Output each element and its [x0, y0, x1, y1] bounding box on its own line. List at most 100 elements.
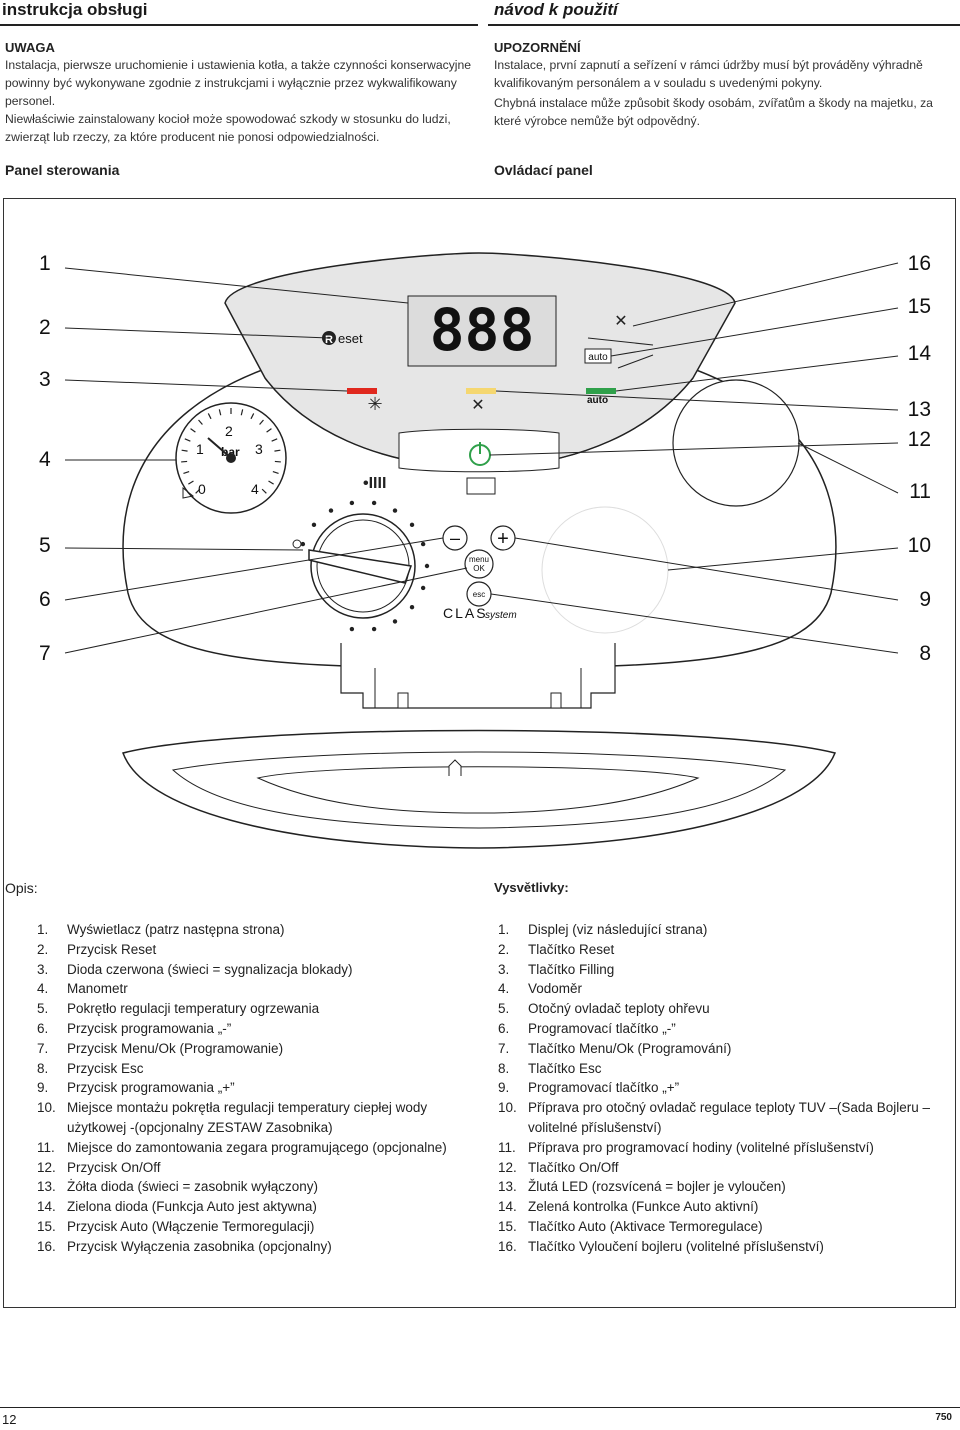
minus-label: – [450, 528, 460, 548]
gauge-label-2: 2 [225, 423, 233, 439]
bottom-tray [122, 729, 837, 849]
desc-pl-item-number: 14. [37, 1199, 56, 1215]
callout-left-4: 4 [39, 448, 51, 471]
desc-pl-item-number: 10. [37, 1100, 56, 1116]
desc-cz-item: 8.Tlačítko Esc [498, 1059, 948, 1079]
desc-pl-item-number: 8. [37, 1060, 49, 1076]
desc-cz-item-text: Tlačítko Filling [528, 961, 615, 977]
desc-cz-item-text: Příprava pro programovací hodiny (volite… [528, 1139, 874, 1155]
callout-left-3: 3 [39, 368, 51, 391]
knob-scale-dot [392, 508, 398, 513]
desc-pl-item: 12.Przycisk On/Off [37, 1158, 477, 1178]
gauge-tick [198, 419, 203, 425]
gauge-tick [183, 471, 190, 475]
knob-scale-dot [371, 500, 377, 506]
desc-pl-item-number: 7. [37, 1040, 49, 1056]
desc-cz-item-text: Zelená kontrolka (Funkce Auto aktivní) [528, 1199, 759, 1215]
desc-cz-item-number: 14. [498, 1199, 517, 1215]
desc-cz-item: 15.Tlačítko Auto (Aktivace Termoregulace… [498, 1217, 948, 1237]
gauge-label-1: 1 [196, 441, 204, 457]
callout-left-2: 2 [39, 316, 51, 339]
desc-pl-item: 13.Żółta dioda (świeci = zasobnik wyłącz… [37, 1177, 477, 1197]
knob-scale-dot [311, 522, 317, 528]
desc-cz-item: 7.Tlačítko Menu/Ok (Programování) [498, 1039, 948, 1059]
red-led [347, 388, 377, 394]
desc-cz-item: 10.Příprava pro otočný ovladač regulace … [498, 1098, 948, 1138]
gauge-tick [250, 413, 255, 420]
gauge-tick [274, 449, 281, 452]
reset-letter: R [325, 334, 333, 346]
desc-cz-item: 12.Tlačítko On/Off [498, 1158, 948, 1178]
clock-slot [672, 379, 800, 507]
gauge-tick [259, 419, 264, 425]
desc-cz-item-text: Vodoměr [528, 981, 583, 997]
lcd-digits: 888 [430, 296, 535, 364]
desc-cz-item-number: 15. [498, 1218, 517, 1234]
desc-cz-item-text: Programovací tlačítko „+” [528, 1080, 680, 1096]
radiator-icon: •IIII [363, 475, 386, 492]
desc-cz-item-text: Displej (viz následující strana) [528, 922, 708, 937]
boiler-exclude-icon[interactable]: ✕ [614, 313, 627, 330]
desc-cz-item-number: 5. [498, 1001, 510, 1017]
desc-cz-item-text: Tlačítko Esc [528, 1060, 602, 1076]
desc-cz-item-number: 10. [498, 1100, 517, 1116]
desc-pl-item-text: Pokrętło regulacji temperatury ogrzewani… [67, 1001, 320, 1017]
desc-cz-item-text: Tlačítko Reset [528, 941, 615, 957]
auto-button-label: auto [588, 352, 608, 363]
desc-pl-item: 1.Wyświetlacz (patrz następna strona) [37, 920, 477, 940]
warning-text-cz-1: Instalace, první zapnutí a seřízení v rá… [494, 58, 923, 90]
desc-pl-item: 4.Manometr [37, 979, 477, 999]
header-left: instrukcja obsługi [0, 0, 478, 26]
lcd-display [407, 295, 557, 367]
knob-scale-dot [349, 626, 355, 632]
desc-title-pl: Opis: [5, 880, 38, 896]
callout-left-7: 7 [39, 642, 51, 665]
desc-pl-item-text: Wyświetlacz (patrz następna strona) [67, 922, 285, 937]
gauge-tick [240, 409, 244, 416]
desc-cz-item-number: 13. [498, 1179, 517, 1195]
desc-pl-item-number: 16. [37, 1238, 56, 1254]
desc-pl-item: 6.Przycisk programowania „-” [37, 1019, 477, 1039]
panel-frame [3, 198, 956, 1308]
menu-label: menu [469, 555, 489, 564]
knob-scale-dot [409, 604, 415, 610]
desc-pl-item-text: Przycisk Wyłączenia zasobnika (opcjonaln… [67, 1238, 332, 1254]
desc-list-cz: 1.Displej (viz následující strana)2.Tlač… [498, 920, 948, 1257]
desc-list-pl: 1.Wyświetlacz (patrz następna strona)2.P… [37, 920, 477, 1257]
callout-right-8: 8 [919, 642, 931, 665]
gauge-tick [266, 428, 272, 433]
desc-pl-item: 8.Przycisk Esc [37, 1059, 477, 1079]
warning-title-pl: UWAGA [5, 40, 55, 55]
desc-pl-item-text: Przycisk Reset [67, 941, 157, 957]
desc-pl-item-number: 9. [37, 1080, 49, 1096]
desc-cz-item-text: Tlačítko Menu/Ok (Programování) [528, 1040, 732, 1056]
gauge-label-4: 4 [251, 481, 259, 497]
gauge-label-0: 0 [198, 481, 206, 497]
knob-min-icon [292, 539, 302, 549]
desc-pl-item-number: 4. [37, 981, 49, 997]
desc-pl-item: 10.Miejsce montażu pokrętła regulacji te… [37, 1098, 477, 1138]
desc-cz-item: 11. Příprava pro programovací hodiny (vol… [498, 1138, 948, 1158]
desc-pl-item-number: 15. [37, 1218, 56, 1234]
desc-cz-item-number: 11. [498, 1139, 516, 1155]
menu-ok-button[interactable] [464, 549, 494, 579]
warning-text-pl-1: Instalacja, pierwsze uruchomienie i usta… [5, 58, 472, 108]
warning-text-pl-2: Niewłaściwie zainstalowany kocioł może s… [5, 112, 451, 144]
plus-label: + [497, 528, 509, 550]
desc-cz-item: 5.Otočný ovladač teploty ohřevu [498, 999, 948, 1019]
desc-pl-item: 15.Przycisk Auto (Włączenie Termoregulac… [37, 1217, 477, 1237]
ok-label: OK [473, 564, 485, 573]
gauge-tick [272, 471, 279, 475]
brand-clas: CLAS [443, 605, 488, 621]
page-number: 12 [2, 1412, 17, 1427]
desc-cz-item: 3.Tlačítko Filling [498, 960, 948, 980]
desc-cz-item-number: 6. [498, 1020, 510, 1036]
gauge-tick [261, 488, 267, 494]
callout-left-1: 1 [39, 252, 51, 275]
callout-right-10: 10 [908, 534, 931, 557]
desc-pl-item-number: 3. [37, 961, 49, 977]
desc-pl-item-text: Zielona dioda (Funkcja Auto jest aktywna… [67, 1199, 317, 1215]
knob-scale-dot [409, 522, 415, 528]
tap-icon: ✕ [471, 397, 484, 414]
desc-pl-item-text: Przycisk programowania „+” [67, 1080, 235, 1096]
